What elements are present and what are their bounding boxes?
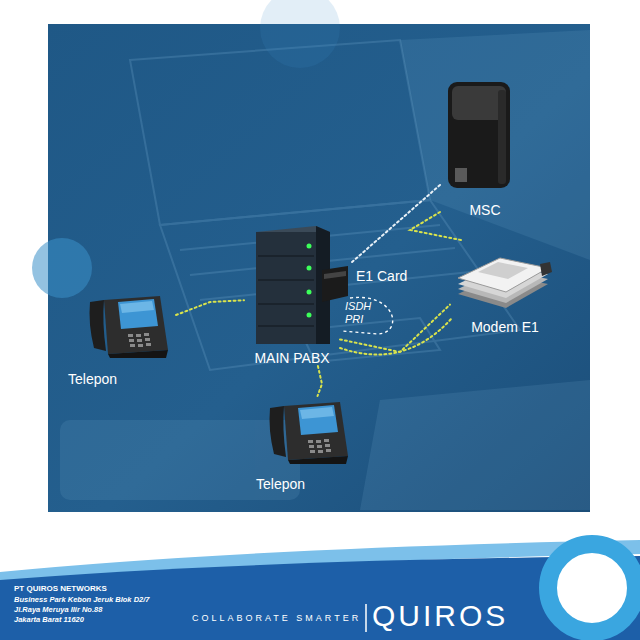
device-node: Telepon — [252, 396, 356, 492]
address-line: Business Park Kebon Jeruk Blok D2/7 — [14, 595, 149, 604]
address-line: Jakarta Barat 11620 — [14, 615, 84, 624]
address-line: Jl.Raya Meruya Ilir No.88 — [14, 605, 102, 614]
device-label: MSC — [469, 202, 500, 218]
device-label: Telepon — [256, 476, 305, 492]
slogan: COLLABORATE SMARTER — [192, 613, 361, 624]
dotted-connector — [410, 212, 461, 240]
dotted-connector — [318, 366, 323, 396]
device-label: E1 Card — [356, 268, 407, 284]
device-node: MAIN PABX — [244, 226, 340, 366]
device-label: Modem E1 — [471, 319, 539, 335]
dotted-connector — [352, 185, 440, 262]
isdh-pri-loop — [342, 297, 393, 334]
device-label: Telepon — [68, 371, 117, 387]
company-name: PT QUIROS NETWORKS — [14, 584, 107, 594]
device-label: MAIN PABX — [254, 350, 329, 366]
device-node: Modem E1 — [450, 240, 560, 335]
device-node: Telepon — [66, 285, 176, 387]
interface-label: ISDH PRI — [345, 300, 377, 326]
device-node: MSC — [440, 78, 530, 218]
device-node: E1 Card — [342, 262, 426, 290]
dotted-connector — [176, 300, 244, 315]
brand-logo-text: QUIROS — [372, 600, 508, 632]
